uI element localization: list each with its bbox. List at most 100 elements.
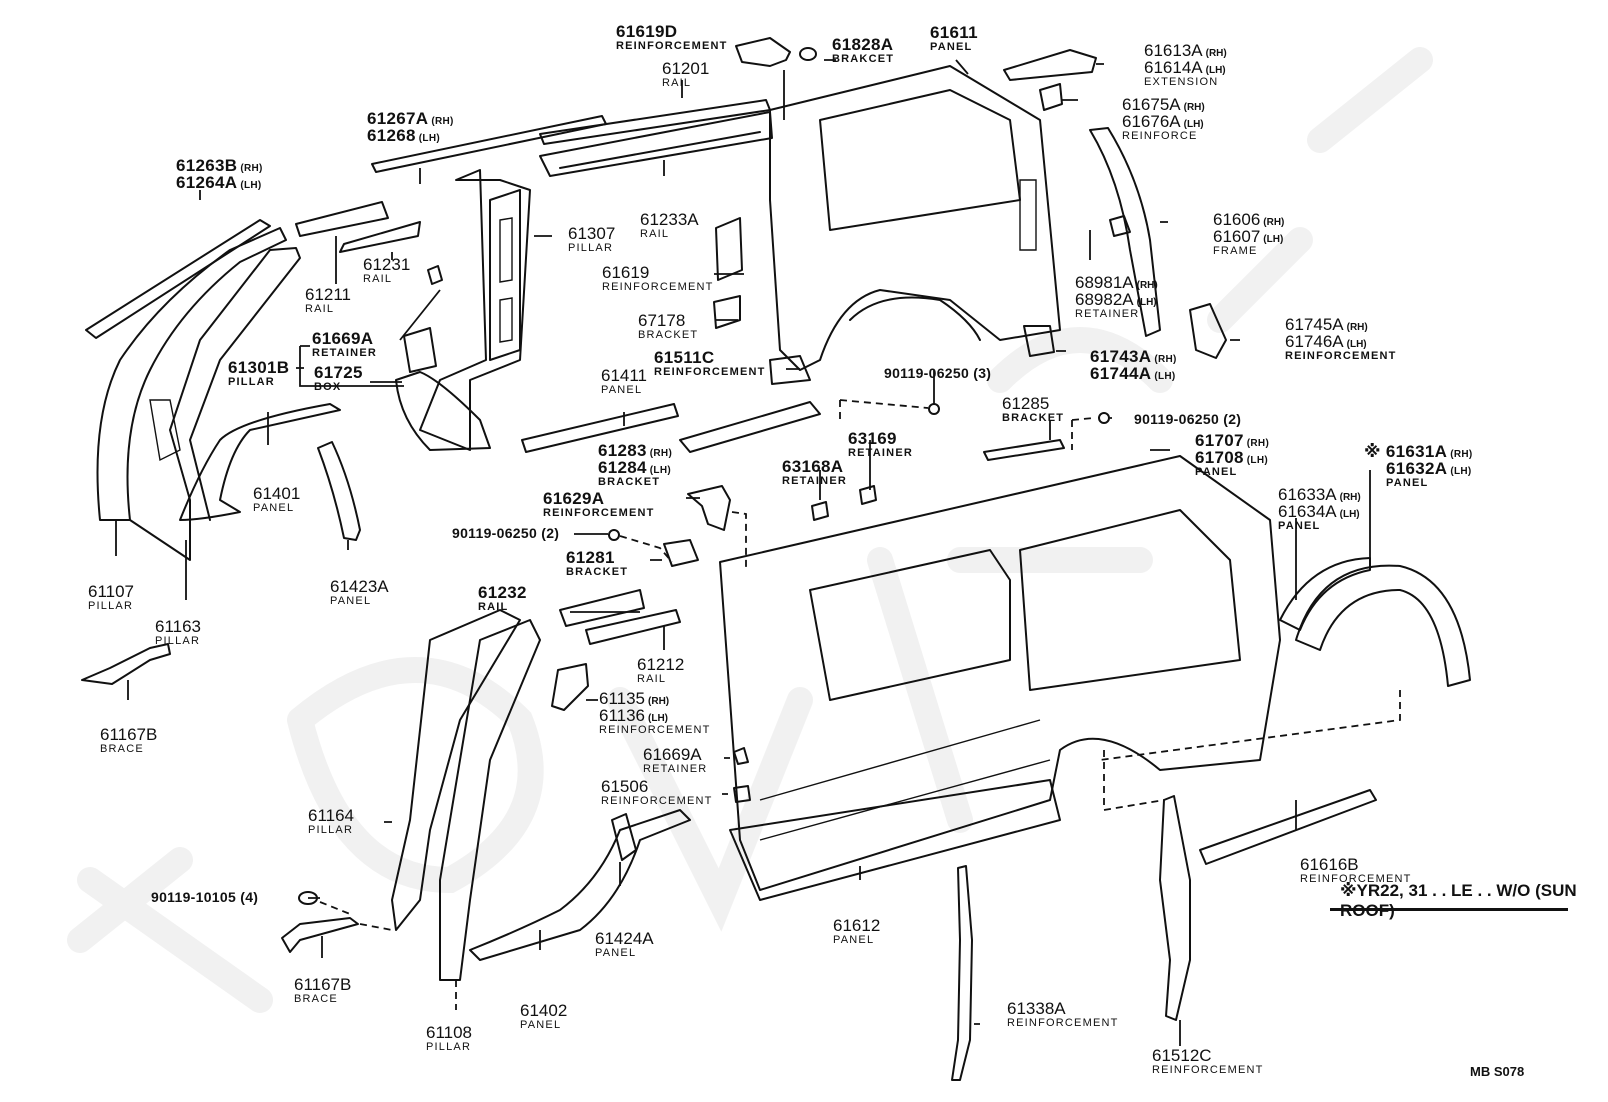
footnote-underline [1330, 908, 1568, 911]
label-61828A: 61828A BRAKCET [832, 35, 895, 65]
label-61212: 61212 RAIL [637, 655, 685, 685]
panel-61402 [469, 809, 691, 961]
label-67178: 67178 BRACKET [638, 311, 699, 341]
label-61107: 61107 PILLAR [88, 582, 135, 612]
label-61402: 61402 PANEL [520, 1001, 568, 1031]
label-68981A: 68981A(RH) 68982A(LH) RETAINER [1075, 273, 1158, 320]
label-61283: 61283(RH) 61284(LH) BRACKET [598, 441, 673, 488]
label-61232: 61232 RAIL [478, 583, 527, 613]
label-61231: 61231 RAIL [363, 255, 411, 285]
label-61307: 61307 PILLAR [568, 224, 616, 254]
panel-61612 [729, 779, 1061, 901]
reinforce-61675A [1039, 83, 1063, 111]
label-90119-06250-2a: 90119-06250 (2) [1134, 411, 1242, 427]
label-61338A: 61338A REINFORCEMENT [1007, 999, 1119, 1029]
bolt-90119-3 [839, 399, 940, 420]
label-61743A: 61743A(RH) 61744A(LH) [1090, 347, 1177, 383]
panel-61401 [179, 403, 341, 521]
label-61616B: 61616B REINFORCEMENT [1300, 855, 1412, 885]
reinforcement-61506 [733, 785, 751, 803]
panel-61631A [1295, 564, 1471, 687]
label-63169: 63169 RETAINER [848, 429, 914, 459]
label-61167B-top: 61167B BRACE [100, 725, 158, 755]
label-61164: 61164 PILLAR [308, 806, 355, 836]
retainer-61669A-bottom [733, 747, 749, 765]
label-61669A-bottom: 61669A RETAINER [643, 745, 708, 775]
label-61401: 61401 PANEL [253, 484, 301, 514]
reinforcement-61512C [1103, 750, 1191, 1021]
label-61506: 61506 REINFORCEMENT [601, 777, 713, 807]
label-61301B: 61301B PILLAR [228, 358, 290, 388]
pillar-61164 [391, 609, 521, 931]
reinforcement-61338A [951, 865, 973, 1081]
panel-61424A [611, 813, 637, 861]
label-61424A: 61424A PANEL [595, 929, 654, 959]
label-61285: 61285 BRACKET [1002, 394, 1065, 424]
label-61423A: 61423A PANEL [330, 577, 389, 607]
label-61633A: 61633A(RH) 61634A(LH) PANEL [1278, 485, 1361, 532]
label-90119-06250-2b: 90119-06250 (2) [452, 525, 560, 541]
bracket-61828A [799, 47, 817, 61]
label-61233A: 61233A RAIL [640, 210, 699, 240]
rail-61211 [295, 201, 389, 237]
reinforcement-61745A [1189, 303, 1227, 359]
label-61612: 61612 PANEL [833, 916, 881, 946]
label-61613A: 61613A(RH) 61614A(LH) EXTENSION [1144, 41, 1227, 88]
label-61167B-bottom: 61167B BRACE [294, 975, 352, 1005]
label-61707: 61707(RH) 61708(LH) PANEL [1195, 431, 1270, 478]
label-61725: 61725 BOX [314, 363, 363, 393]
panel-61611 [769, 65, 1061, 371]
label-61267A: 61267A(RH) 61268(LH) [367, 109, 454, 145]
label-61669A-top: 61669A RETAINER [312, 329, 378, 359]
label-61263B: 61263B(RH) 61264A(LH) [176, 156, 263, 192]
drawing-code: MB S078 [1470, 1064, 1525, 1079]
bracket-61281 [663, 539, 699, 567]
label-63168A: 63168A RETAINER [782, 457, 848, 487]
reinforcement-61511C [769, 355, 811, 385]
extension-61613A [1003, 49, 1097, 81]
rail-61233A [539, 111, 773, 177]
label-61108: 61108 PILLAR [426, 1023, 473, 1053]
bolt-90119-2a [1098, 412, 1110, 424]
label-61631A: ※ 61631A(RH) 61632A(LH) PANEL [1364, 442, 1473, 489]
reinforcement-61135 [551, 663, 589, 711]
pillar-61301B [96, 227, 301, 561]
brace-61167B-top [81, 643, 171, 685]
label-61411: 61411 PANEL [601, 366, 648, 396]
sunroof-footnote: ※YR22, 31 . . LE . . W/O (SUN ROOF) [1340, 881, 1577, 920]
roof-rail-61263B [85, 219, 271, 339]
pillar-61108 [439, 619, 541, 1010]
label-61745A: 61745A(RH) 61746A(LH) REINFORCEMENT [1285, 315, 1397, 362]
label-61135: 61135(RH) 61136(LH) REINFORCEMENT [599, 689, 711, 736]
label-61629A: 61629A REINFORCEMENT [543, 489, 655, 519]
label-61619D: 61619D REINFORCEMENT [616, 22, 728, 52]
bracket-61285 [983, 417, 1095, 461]
panel-61707 [719, 455, 1281, 891]
label-61619: 61619 REINFORCEMENT [602, 263, 714, 293]
frame-61606 [1089, 127, 1161, 337]
reinforcement-61616B [1199, 789, 1377, 865]
label-90119-10105: 90119-10105 (4) [151, 889, 259, 905]
label-61512C: 61512C REINFORCEMENT [1152, 1046, 1264, 1076]
leader-lines [115, 59, 1371, 1046]
rail-61232 [559, 589, 645, 627]
label-90119-06250-3: 90119-06250 (3) [884, 365, 992, 381]
label-61163: 61163 PILLAR [155, 617, 202, 647]
label-61511C: 61511C REINFORCEMENT [654, 348, 766, 378]
label-61606: 61606(RH) 61607(LH) FRAME [1213, 210, 1285, 257]
bracket-61283 [679, 401, 821, 453]
label-61211: 61211 RAIL [305, 285, 352, 315]
bracket-67178 [713, 295, 741, 329]
label-61675A: 61675A(RH) 61676A(LH) REINFORCE [1122, 95, 1205, 142]
box-61725 [395, 327, 491, 451]
label-61281: 61281 BRACKET [566, 548, 629, 578]
rail-61212 [585, 609, 681, 645]
brace-61167B-bottom [281, 917, 359, 953]
label-61611: 61611 PANEL [930, 23, 978, 53]
retainer-63169 [859, 485, 877, 505]
reinforcement-61619 [715, 217, 743, 281]
pillar-61307 [419, 169, 531, 451]
watermark [67, 47, 1433, 1013]
retainer-63168A [811, 501, 829, 521]
